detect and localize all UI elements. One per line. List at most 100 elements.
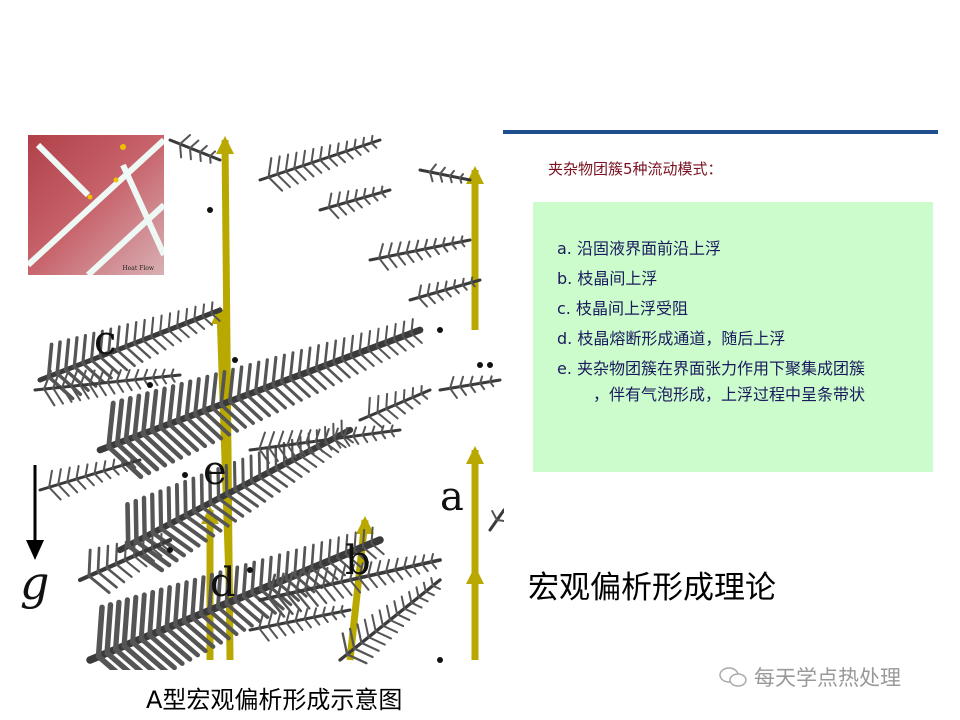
dendrite-arm	[358, 332, 363, 354]
dendrite-arm	[115, 348, 136, 368]
dendrite-arm	[184, 379, 193, 420]
dendrite-arm	[115, 380, 125, 393]
dendrite-arm	[133, 555, 148, 568]
dendrite-stem	[168, 138, 222, 162]
dendrite-arm	[193, 412, 224, 441]
dendrite-arm	[215, 605, 247, 632]
dendrite-arm	[189, 139, 200, 149]
dendrite-arm	[124, 323, 130, 348]
dendrite-stem	[37, 307, 223, 383]
dendrite-arm	[439, 166, 446, 175]
dendrite-arm	[276, 610, 282, 626]
dendrite-arm	[306, 370, 327, 391]
dendrite-arm	[396, 241, 402, 256]
dendrite-arm	[167, 421, 200, 453]
dendrite-arm	[299, 454, 318, 468]
dendrite-arm	[361, 425, 367, 436]
dendrite-arm	[327, 192, 333, 209]
dendrite-arm	[64, 338, 71, 372]
dendrite-arm	[293, 548, 298, 577]
dendrite-arm	[184, 415, 216, 445]
dendrite-arm	[224, 601, 254, 628]
dendrite-arm	[151, 547, 163, 557]
dendrite-arm	[307, 450, 325, 464]
dendrite-arm	[200, 505, 230, 528]
dendrite-arm	[284, 170, 299, 185]
dendrite-arm	[142, 536, 145, 553]
flow-modes-list: a. 沿固液界面前沿上浮 b. 枝晶间上浮 c. 枝晶间上浮受阻 d. 枝晶熔断…	[557, 234, 865, 406]
dendrite-arm	[319, 159, 331, 171]
dendrite-arm	[254, 389, 279, 414]
dendrite-arm	[336, 191, 341, 206]
dendrite-arm	[245, 393, 271, 418]
dendrite-arm	[385, 571, 395, 583]
dendrite-arm	[133, 378, 142, 390]
dendrite-arm	[367, 636, 386, 646]
dendrite-arm	[430, 553, 434, 563]
dendrite-arm	[169, 374, 176, 383]
dendrite-arm	[422, 581, 427, 593]
dendrite-arm	[81, 333, 88, 365]
dendrite-arm	[450, 236, 455, 245]
flow-arrowhead	[466, 446, 484, 464]
dendrite-arm	[288, 377, 311, 398]
inclusion-dot	[437, 327, 443, 333]
dendrite-arm	[210, 372, 218, 410]
dendrite-arm	[61, 386, 73, 403]
dendrite-arm	[141, 318, 146, 342]
dendrite-arm	[227, 399, 255, 425]
dendrite-arm	[394, 390, 397, 406]
dendrite-arm	[193, 305, 197, 321]
dendrite-arm	[435, 281, 440, 294]
mode-item: d. 枝晶熔断形成通道，随后上浮	[557, 324, 865, 354]
dendrite-arm	[340, 337, 346, 361]
dendrite-arm	[52, 369, 61, 390]
dendrite-arm	[277, 430, 285, 448]
dendrite-arm	[133, 342, 152, 359]
dendrite-arm	[105, 566, 126, 584]
dendrite-arm	[96, 546, 101, 574]
dendrite-arm	[48, 486, 62, 501]
dendrite-arm	[361, 136, 365, 147]
dendrite-arm	[310, 566, 331, 585]
dendrite-arm	[150, 316, 155, 338]
dendrite-arm	[176, 325, 190, 339]
dendrite-arm	[303, 588, 319, 607]
dendrite-arm	[114, 542, 119, 566]
dendrite-arm	[70, 385, 82, 402]
dendrite-arm	[469, 384, 477, 394]
dendrite-arm	[435, 291, 444, 301]
dendrite-arm	[396, 613, 411, 621]
dendrite-arm	[380, 185, 384, 194]
dendrite-diagram	[26, 134, 504, 670]
dendrite-arm	[75, 478, 87, 490]
dendrite-arm	[198, 612, 231, 641]
dendrite-arm	[327, 156, 339, 167]
flow-modes-box: a. 沿固液界面前沿上浮 b. 枝晶间上浮 c. 枝晶间上浮受阻 d. 枝晶熔断…	[533, 202, 933, 472]
dendrite-arm	[336, 556, 354, 573]
dendrite-arm	[344, 553, 362, 568]
dendrite-arm	[142, 368, 149, 380]
dendrite-arm	[89, 331, 96, 362]
dendrite-arm	[250, 560, 256, 595]
dendrite-arm	[96, 570, 118, 589]
dendrite-arm	[190, 577, 198, 620]
dendrite-arm	[285, 609, 291, 624]
dendrite-arm	[155, 629, 193, 662]
dendrite-arm	[449, 376, 455, 390]
dendrite-arm	[167, 384, 176, 427]
dendrite-arm	[380, 191, 387, 198]
dendrite-arm	[158, 489, 164, 531]
mode-text: 枝晶间上浮	[577, 269, 658, 288]
mode-key: a.	[557, 239, 572, 258]
mode-key: e.	[557, 359, 572, 378]
dendrite-arm	[469, 375, 474, 386]
dendrite-arm	[97, 369, 105, 385]
dendrite-arm	[241, 484, 267, 503]
dendrite-stem	[368, 238, 472, 262]
dendrite-arm	[95, 653, 119, 670]
dendrite-arm	[95, 604, 105, 660]
dendrite-arm	[267, 611, 274, 628]
dendrite-arm	[354, 189, 358, 201]
dendrite-arm	[331, 565, 338, 585]
